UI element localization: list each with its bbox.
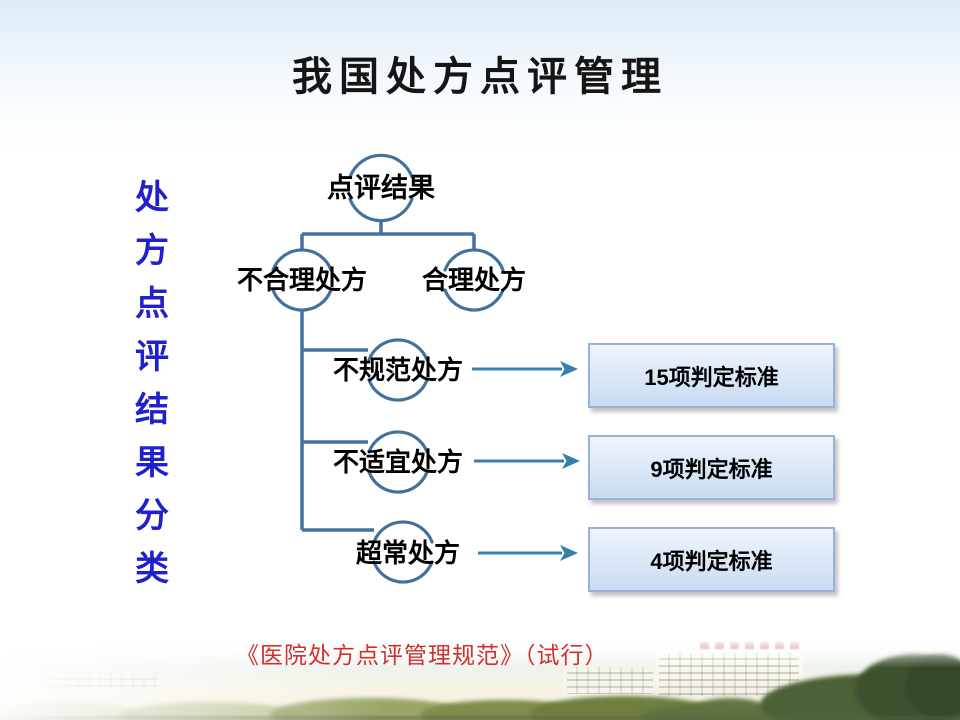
regulation-caption: 《医院处方点评管理规范》（试行） [236,643,609,668]
vertical-label-char: 果 [135,445,169,482]
standard-box-4: 4项判定标准 [588,527,835,592]
arrow-right-head-icon [560,361,578,377]
vertical-label-char: 处 [135,180,169,217]
arrow-right-head-icon [562,453,580,469]
photo-left-fade [0,638,384,720]
node-review-result: 点评结果 [327,173,435,203]
vertical-label-char: 评 [135,339,169,376]
slide-title: 我国处方点评管理 [292,54,668,99]
sub1-node-arc [367,430,429,494]
root-node-arc [348,153,414,223]
standard-box-9: 9项判定标准 [588,435,835,500]
node-nonstandard-prescription: 不规范处方 [332,355,463,385]
vertical-label: 处 方 点 评 结 果 分 类 [124,172,180,596]
campus-photo [0,638,960,720]
invalid-node-arc [271,248,333,312]
connector-lines [300,221,476,532]
vertical-label-char: 分 [135,498,169,535]
node-arcs [271,153,505,584]
sub2-node-arc [372,520,434,584]
vertical-label-char: 点 [135,286,169,323]
node-inappropriate-prescription: 不适宜处方 [332,447,463,477]
valid-node-arc [443,248,505,312]
sub0-node-arc [367,338,429,402]
tree-blob [640,704,790,720]
arrow-lines [472,361,580,561]
node-abnormal-prescription: 超常处方 [355,538,460,568]
node-rational-prescription: 合理处方 [421,265,526,295]
vertical-label-char: 结 [135,392,169,429]
arrow-right-head-icon [560,545,578,561]
hospital-west-wing [563,664,657,696]
standard-box-15: 15项判定标准 [588,343,835,408]
vertical-label-char: 方 [135,233,169,270]
photo-ground-line [0,716,960,720]
node-irrational-prescription: 不合理处方 [236,265,367,295]
vertical-label-char: 类 [135,551,169,588]
building-windows [567,667,653,694]
